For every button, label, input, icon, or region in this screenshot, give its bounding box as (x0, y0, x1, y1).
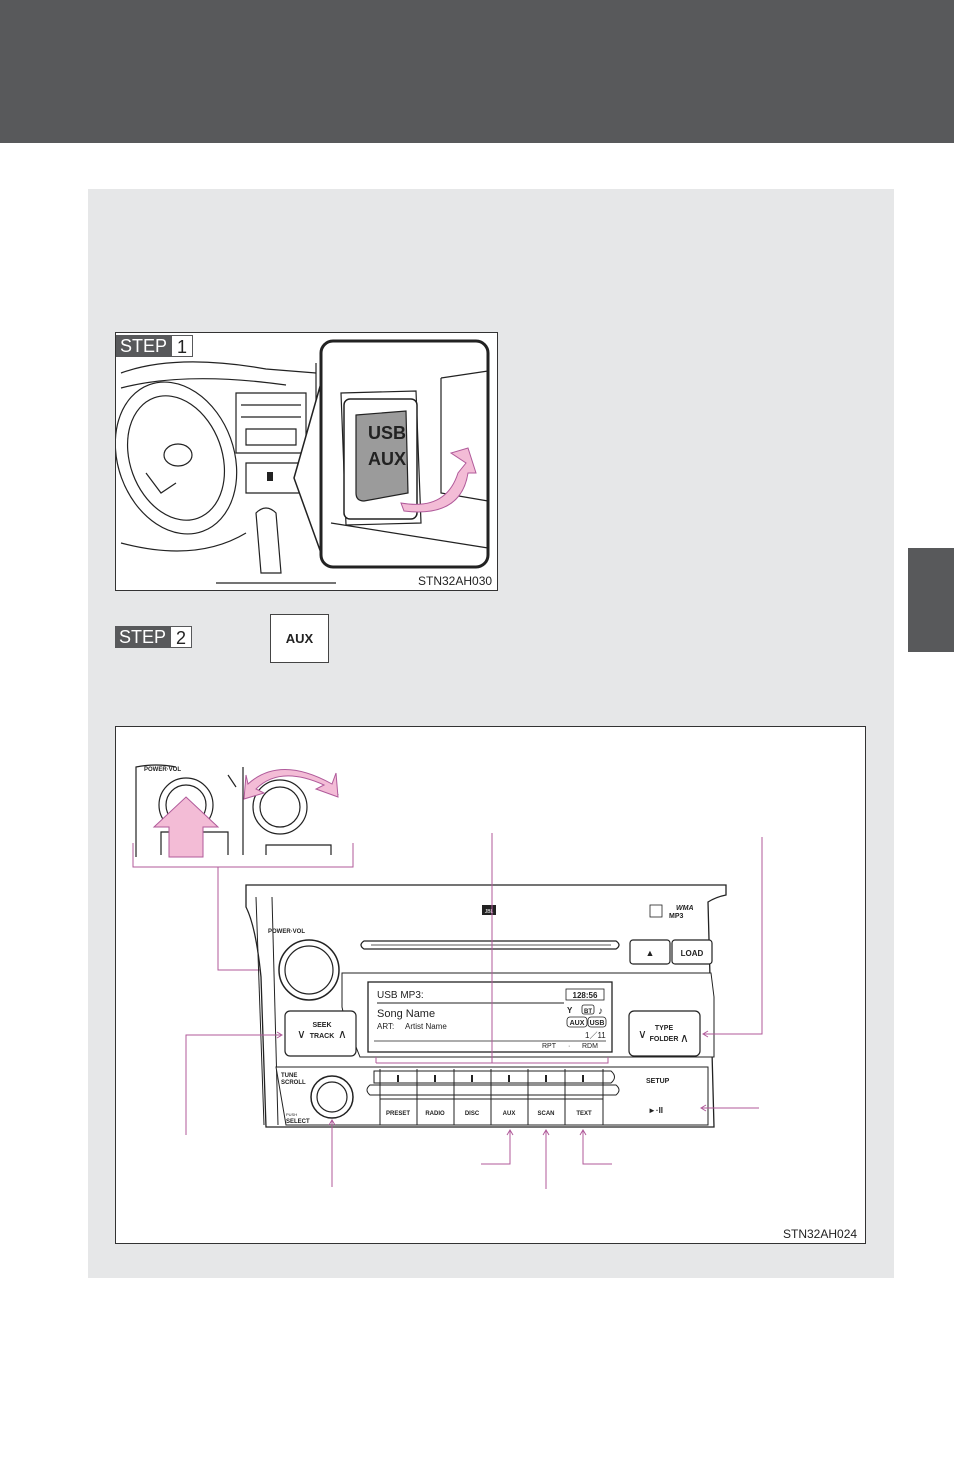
folder-down-icon: ∨ (638, 1027, 647, 1041)
scan-button-label: SCAN (537, 1111, 554, 1117)
display-bt: BT (584, 1009, 592, 1015)
head-unit-drawing: POWER·VOL ▲ LOAD JBL WMA MP3 POWER·VOL (132, 764, 763, 1189)
mp3-logo: MP3 (669, 913, 684, 920)
inset-power-vol-label: POWER·VOL (144, 767, 181, 773)
signal-icon: Y (567, 1006, 573, 1015)
display-dot: · (568, 1043, 570, 1050)
radio-button-label: RADIO (425, 1111, 445, 1117)
seek-down-icon: ∨ (297, 1027, 306, 1041)
aux-button-label-unit: AUX (503, 1111, 516, 1117)
figure-2-code: STN32AH024 (783, 1227, 858, 1241)
power-vol-label: POWER·VOL (268, 929, 305, 935)
select-label: SELECT (286, 1119, 310, 1125)
brand-logo: JBL (485, 909, 494, 915)
wma-logo: WMA (676, 905, 694, 912)
display-rpt: RPT (542, 1043, 557, 1050)
seek-label: SEEK (312, 1022, 331, 1029)
display-aux: AUX (570, 1020, 585, 1027)
folder-label: FOLDER (650, 1036, 679, 1043)
music-note-icon: ♪ (598, 1006, 603, 1017)
setup-label: SETUP (646, 1078, 670, 1085)
header-band (0, 0, 954, 143)
chapter-tab (908, 548, 954, 652)
display-song: Song Name (377, 1008, 435, 1020)
seek-up-icon: ∧ (338, 1027, 347, 1041)
track-label: TRACK (310, 1033, 335, 1040)
step-2-number: 2 (170, 626, 193, 648)
port-label-aux: AUX (368, 449, 406, 469)
tune-label: TUNE (281, 1073, 297, 1079)
scroll-label: SCROLL (281, 1080, 306, 1086)
audio-head-unit-illustration: POWER·VOL ▲ LOAD JBL WMA MP3 POWER·VOL (115, 726, 866, 1244)
figure-1-code: STN32AH030 (418, 574, 493, 588)
aux-button-label: AUX (285, 631, 314, 646)
step-2-badge: STEP 2 (115, 626, 193, 648)
display-counter: 128:56 (573, 991, 598, 1000)
dashboard-drawing: USB AUX (116, 339, 490, 584)
load-button-label: LOAD (681, 949, 704, 958)
disc-button-label: DISC (465, 1111, 480, 1117)
display-source: USB MP3: (377, 990, 424, 1001)
step-1-number: 1 (171, 335, 194, 357)
eject-button-label: ▲ (646, 948, 655, 958)
text-button-label: TEXT (576, 1111, 592, 1117)
aux-button-illustration: AUX (270, 614, 329, 663)
play-pause-label: ►·II (648, 1106, 663, 1115)
display-track: 1／11 (585, 1031, 606, 1040)
step-2-word: STEP (115, 626, 171, 648)
step-1-badge: STEP 1 (116, 335, 194, 357)
usb-aux-port-illustration: USB AUX STEP 1 STN32AH030 (115, 332, 498, 591)
push-label: PUSH (286, 1112, 297, 1117)
step-1-word: STEP (116, 335, 172, 357)
display-usb: USB (590, 1020, 605, 1027)
display-art-label: ART: (377, 1022, 394, 1031)
type-label: TYPE (655, 1025, 674, 1032)
display-rdm: RDM (582, 1043, 598, 1050)
port-label-usb: USB (368, 423, 406, 443)
display-artist: Artist Name (405, 1022, 447, 1031)
preset-button-label: PRESET (386, 1111, 410, 1117)
folder-up-icon: ∧ (680, 1031, 689, 1045)
